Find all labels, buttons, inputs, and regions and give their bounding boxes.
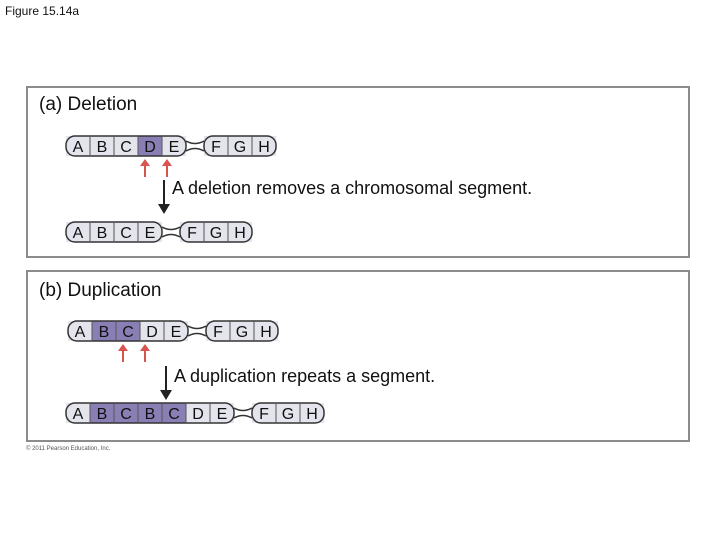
band-label: F	[211, 139, 221, 156]
band-label: E	[169, 139, 180, 156]
band-label: C	[122, 324, 134, 341]
chromosome-band	[162, 403, 186, 423]
chromosome-band	[114, 403, 138, 423]
chromosome-arm-outline	[203, 135, 277, 157]
band-label: H	[258, 139, 270, 156]
chromosome-band	[204, 136, 228, 156]
band-label: E	[217, 406, 228, 423]
band-label: A	[73, 406, 84, 423]
band-label: B	[97, 225, 108, 242]
band-label: C	[120, 139, 132, 156]
chromosome-band	[254, 321, 278, 341]
band-label: G	[236, 324, 248, 341]
band-label: H	[260, 324, 272, 341]
band-label: F	[187, 225, 197, 242]
chromosome-band	[138, 136, 162, 156]
band-label: G	[210, 225, 222, 242]
band-label: B	[97, 406, 108, 423]
chromosome-arm-outline	[67, 320, 189, 342]
figure-label: Figure 15.14a	[5, 4, 80, 18]
band-label: H	[306, 406, 318, 423]
chromosome-arm-outline	[65, 402, 235, 424]
deletion-title: (a) Deletion	[36, 94, 141, 116]
chromosome-band	[228, 136, 252, 156]
centromere	[187, 325, 207, 337]
band-label: A	[73, 139, 84, 156]
duplication-title: (b) Duplication	[36, 280, 165, 302]
band-label: G	[282, 406, 294, 423]
chromosome-band	[252, 136, 276, 156]
chromosome-band	[66, 136, 90, 156]
chromosome-band	[90, 403, 114, 423]
chromosome-arm-outline	[205, 320, 279, 342]
breakpoint-markers	[140, 159, 172, 177]
chromosome-arm-outline	[65, 135, 187, 157]
chromosome-band	[140, 321, 164, 341]
chromosome-band	[92, 321, 116, 341]
chromosome-band	[66, 403, 90, 423]
chromosome-band	[90, 222, 114, 242]
chromosome-band	[204, 222, 228, 242]
band-label: A	[75, 324, 86, 341]
chromosome-band	[252, 403, 276, 423]
chromosome-band	[276, 403, 300, 423]
segment-markers	[118, 344, 150, 362]
band-label: B	[97, 139, 108, 156]
chromosome-band	[138, 403, 162, 423]
band-label: D	[192, 406, 204, 423]
band-label: B	[99, 324, 110, 341]
chromosome-band	[116, 321, 140, 341]
chromosome-band	[180, 222, 204, 242]
transition-arrow	[160, 366, 172, 400]
band-label: C	[120, 225, 132, 242]
centromere	[185, 140, 205, 152]
chromosome-band	[164, 321, 188, 341]
copyright-notice: © 2011 Pearson Education, Inc.	[26, 446, 111, 452]
chromosome-band	[162, 136, 186, 156]
transition-arrow	[158, 180, 170, 214]
band-label: E	[171, 324, 182, 341]
chromosome-band	[90, 136, 114, 156]
duplication-caption: A duplication repeats a segment.	[174, 366, 436, 386]
band-label: B	[145, 406, 156, 423]
band-label: E	[145, 225, 156, 242]
chromosome-band	[228, 222, 252, 242]
band-label: D	[146, 324, 158, 341]
chromosome-band	[186, 403, 210, 423]
chromosome-band	[138, 222, 162, 242]
band-label: D	[144, 139, 156, 156]
band-label: F	[259, 406, 269, 423]
centromere	[233, 407, 253, 419]
chromosome-band	[114, 136, 138, 156]
chromosome-band	[300, 403, 324, 423]
chromosome-band	[230, 321, 254, 341]
centromere	[161, 226, 181, 238]
band-label: C	[168, 406, 180, 423]
chromosome-band	[68, 321, 92, 341]
chromosome-band	[66, 222, 90, 242]
chromosome-arm-outline	[179, 221, 253, 243]
band-label: C	[120, 406, 132, 423]
chromosome-band	[206, 321, 230, 341]
band-label: H	[234, 225, 246, 242]
band-label: G	[234, 139, 246, 156]
chromosome-band	[210, 403, 234, 423]
band-label: A	[73, 225, 84, 242]
band-label: F	[213, 324, 223, 341]
chromosome-band	[114, 222, 138, 242]
deletion-caption: A deletion removes a chromosomal segment…	[172, 178, 533, 198]
chromosome-arm-outline	[251, 402, 325, 424]
